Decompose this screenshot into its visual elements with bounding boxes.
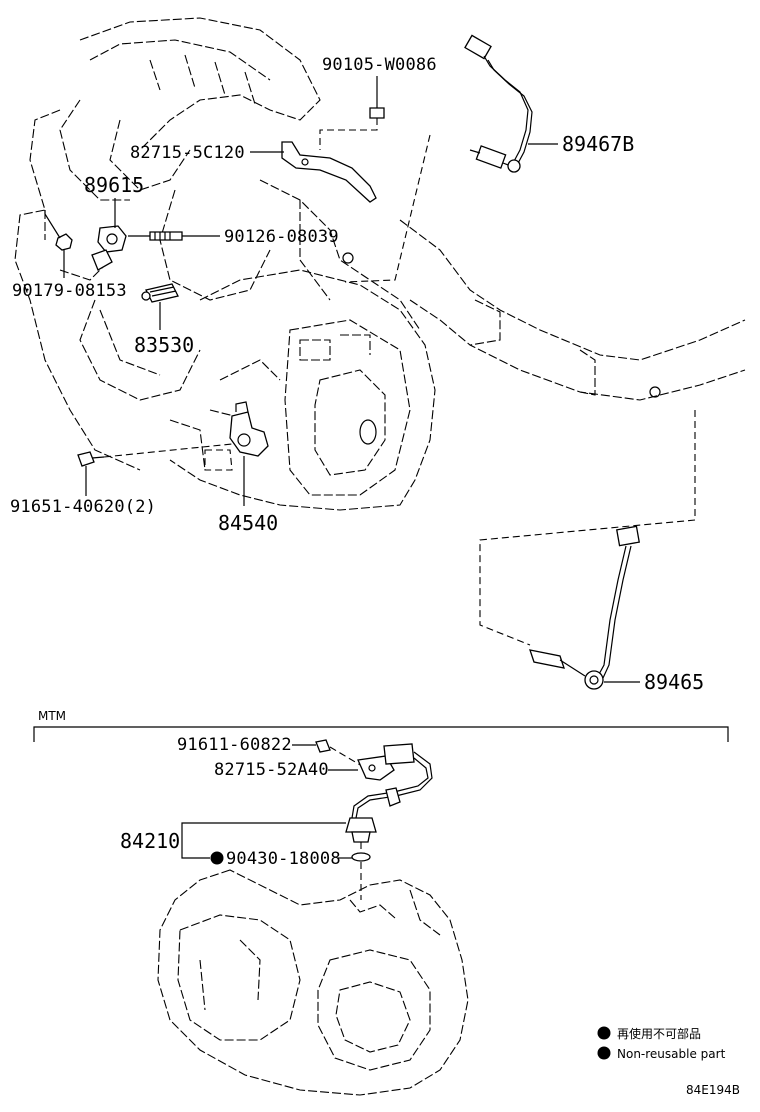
legend-line-2: Non-reusable part [617, 1047, 726, 1061]
legend: 再使用不可部品 Non-reusable part [597, 1026, 726, 1061]
section-bracket [33, 726, 729, 742]
engine-block-outline [14, 17, 421, 471]
label-89465: 89465 [644, 670, 704, 694]
bolt-91651 [77, 443, 233, 467]
label-91651: 91651-40620(2) [10, 497, 156, 517]
label-90430: 90430-18008 [226, 849, 341, 869]
oxygen-sensor-89465 [479, 410, 696, 690]
label-84210: 84210 [120, 829, 180, 853]
label-90179: 90179-08153 [12, 281, 127, 301]
exhaust-pipe-outline [342, 219, 746, 401]
label-84540: 84540 [218, 511, 278, 535]
bracket-82715-52a40 [357, 755, 395, 781]
label-89467b: 89467B [562, 132, 634, 156]
switch-84540 [204, 401, 269, 471]
label-90105: 90105-W0086 [322, 55, 437, 75]
figure-code: 84E194B [686, 1083, 740, 1097]
section-label-mtm: MTM [38, 709, 66, 723]
non-reusable-marker [210, 851, 224, 865]
label-90126: 90126-08039 [224, 227, 339, 247]
reverse-switch-harness [351, 743, 433, 819]
bracket-82715-5c120 [281, 141, 377, 203]
knock-sensor-89615 [91, 225, 127, 271]
oxygen-sensor-89467b [464, 34, 533, 173]
bolt-91611 [315, 739, 363, 767]
label-82715-52a40: 82715-52A40 [214, 760, 329, 780]
oil-pressure-switch-83530 [141, 283, 179, 303]
legend-dot-1 [597, 1026, 611, 1040]
legend-dot-2 [597, 1046, 611, 1060]
bolt-90105 [319, 96, 385, 150]
manual-transaxle-outline [157, 869, 469, 1096]
reverse-light-switch-84210 [345, 817, 377, 852]
label-89615: 89615 [84, 173, 144, 197]
legend-line-1: 再使用不可部品 [617, 1026, 701, 1041]
label-83530: 83530 [134, 333, 194, 357]
label-91611: 91611-60822 [177, 735, 292, 755]
transaxle-outline [169, 269, 436, 511]
nut-90179 [44, 210, 73, 251]
label-82715-5c120: 82715-5C120 [130, 143, 245, 163]
gasket-90430 [351, 852, 371, 900]
stud-90126 [128, 231, 183, 241]
